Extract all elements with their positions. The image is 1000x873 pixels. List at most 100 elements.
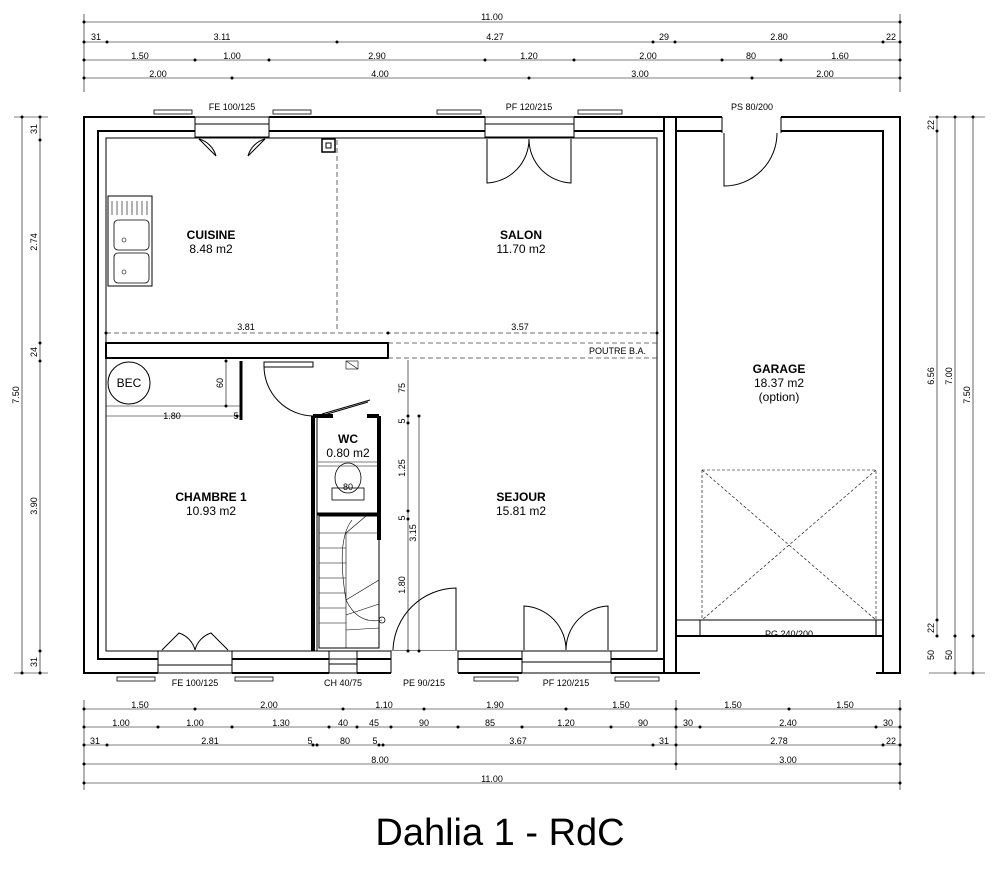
dim-right-a2: 6.56: [926, 367, 936, 385]
dim-h-right: 3.57: [511, 322, 529, 332]
wc-toilet: 80: [318, 461, 379, 501]
label-pf-top: PF 120/215: [506, 102, 553, 112]
dim-left-5: 31: [29, 657, 39, 667]
dim-top-r2-4: 29: [659, 32, 669, 42]
dim-bot-r2-12: 30: [883, 718, 893, 728]
dim-right-a1: 22: [926, 120, 936, 130]
dim-bot-r3-5: 5: [372, 736, 377, 746]
label-pf-bottom: PF 120/215: [543, 678, 590, 688]
dim-bot-r2-4: 40: [338, 718, 348, 728]
dim-bot-r1-2: 2.00: [260, 700, 278, 710]
label-ps-top: PS 80/200: [731, 102, 773, 112]
room-sejour-area: 15.81 m2: [496, 504, 546, 518]
dim-bot-r4-1: 8.00: [371, 755, 389, 765]
dim-top-r3-1: 1.50: [131, 51, 149, 61]
dim-v-180: 1.80: [397, 576, 407, 594]
dim-bot-r3-1: 31: [90, 736, 100, 746]
label-pg-garage: PG 240/200: [765, 629, 813, 639]
dim-left-outer: 7.50: [11, 386, 21, 404]
room-salon-area: 11.70 m2: [496, 242, 545, 256]
dim-top-r2-3: 4.27: [486, 32, 504, 42]
dim-top-r3-7: 1.60: [831, 51, 849, 61]
dim-top-r2-2: 3.11: [214, 32, 231, 42]
dim-top-r2-5: 2.80: [770, 32, 788, 42]
interior-walls: [104, 140, 659, 651]
dim-bot-r2-7: 85: [485, 718, 495, 728]
room-wc-name: WC: [338, 432, 358, 446]
dim-bot-r1-4: 1.90: [486, 700, 504, 710]
dim-bot-r3-4: 80: [340, 736, 350, 746]
dim-top-r2-1: 31: [91, 32, 101, 42]
label-fe-top: FE 100/125: [209, 102, 256, 112]
exterior-walls: [83, 116, 901, 675]
dim-bot-r2-5: 45: [369, 718, 379, 728]
top-openings: [153, 109, 782, 187]
dim-top-r3-2: 1.00: [223, 51, 241, 61]
opening-labels: FE 100/125 PF 120/215 PS 80/200 FE 100/1…: [172, 102, 813, 688]
dim-right-a3: 22: [926, 623, 936, 633]
dim-bot-r2-11: 2.40: [779, 718, 797, 728]
right-dimension-lines: 22 6.56 22 7.00 50 7.50 50: [926, 115, 985, 675]
dim-bot-r3-6: 3.67: [509, 736, 527, 746]
room-garage-note: (option): [759, 390, 800, 404]
dim-left-4: 3.90: [29, 497, 39, 515]
dim-v-315: 3.15: [408, 524, 418, 542]
dim-top-r3-5: 2.00: [639, 51, 657, 61]
label-pe-bottom: PE 90/215: [403, 678, 445, 688]
room-garage-name: GARAGE: [753, 362, 806, 376]
dim-h-left: 3.81: [237, 322, 255, 332]
dim-bot-r1-7: 1.50: [836, 700, 854, 710]
dim-bot-r2-2: 1.00: [186, 718, 204, 728]
dim-bot-r2-6: 90: [419, 718, 429, 728]
top-dimension-lines: 11.00 31 3.11 4.27 29 2.80 22 1.50 1.00 …: [82, 12, 902, 92]
label-fe-bottom: FE 100/125: [172, 678, 219, 688]
dim-bot-r1-6: 1.50: [724, 700, 742, 710]
dim-left-3: 24: [29, 347, 39, 357]
plan-title: Dahlia 1 - RdC: [375, 812, 625, 854]
bottom-dimension-lines: 1.50 2.00 1.10 1.90 1.50 1.50 1.50 1.00 …: [82, 700, 902, 790]
poutre-label: POUTRE B.A.: [589, 346, 646, 356]
dim-bot-r3-3: 5: [307, 736, 312, 746]
dim-top-r4-2: 4.00: [371, 69, 389, 79]
room-wc-area: 0.80 m2: [326, 446, 370, 460]
room-chambre-name: CHAMBRE 1: [175, 490, 247, 504]
dim-bot-r5-1: 11.00: [481, 774, 503, 784]
dim-right-c2: 50: [944, 650, 954, 660]
dim-bot-r2-1: 1.00: [112, 718, 130, 728]
dim-bot-r2-3: 1.30: [272, 718, 290, 728]
dim-top-r2-6: 22: [886, 32, 896, 42]
bec-dim-60: 60: [215, 378, 225, 388]
bec-boiler: BEC 60 5 1.80: [107, 361, 239, 421]
dim-top-r4-1: 2.00: [149, 69, 167, 79]
dim-bot-r1-3: 1.10: [375, 700, 393, 710]
dim-bot-r1-1: 1.50: [131, 700, 149, 710]
dim-top-r3-3: 2.90: [368, 51, 386, 61]
dim-v-125: 1.25: [397, 459, 407, 477]
dim-v-75: 75: [397, 383, 407, 393]
bec-label: BEC: [117, 376, 142, 390]
staircase: [318, 515, 386, 649]
bottom-openings: [116, 587, 660, 682]
dim-bot-r1-5: 1.50: [612, 700, 630, 710]
garage-door-swing: [701, 469, 877, 621]
dim-bot-r2-9: 90: [638, 718, 648, 728]
label-ch-bottom: CH 40/75: [324, 678, 362, 688]
room-labels: CUISINE 8.48 m2 SALON 11.70 m2 GARAGE 18…: [175, 228, 805, 518]
dim-top-r3-4: 1.20: [520, 51, 538, 61]
dim-top-total: 11.00: [481, 12, 503, 22]
room-sejour-name: SEJOUR: [496, 490, 546, 504]
dim-right-b2: 50: [926, 650, 936, 660]
bec-dim-180: 1.80: [163, 411, 181, 421]
dim-left-2: 2.74: [29, 233, 39, 251]
left-dimension-lines: 7.50 31 2.74 24 3.90 31: [11, 115, 48, 675]
dim-top-r3-6: 80: [746, 51, 756, 61]
dim-bot-r3-7: 31: [659, 736, 669, 746]
dim-bot-r4-2: 3.00: [779, 755, 797, 765]
dim-v-5b: 5: [397, 515, 407, 520]
room-chambre-area: 10.93 m2: [186, 504, 236, 518]
room-cuisine-name: CUISINE: [187, 228, 236, 242]
room-garage-area: 18.37 m2: [754, 376, 804, 390]
dim-bot-r3-2: 2.81: [201, 736, 219, 746]
dim-bot-r3-8: 2.78: [770, 736, 788, 746]
